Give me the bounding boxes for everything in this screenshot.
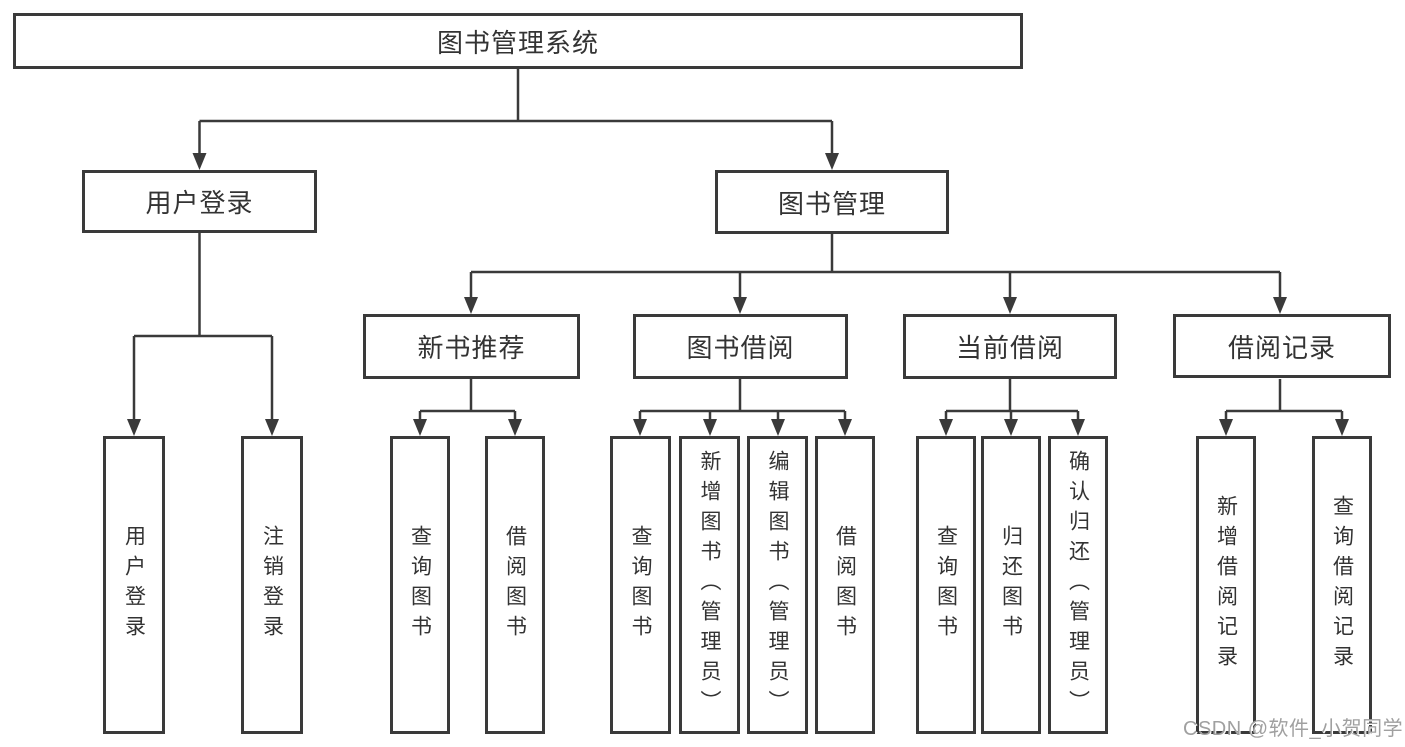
arrowheads xyxy=(127,153,1349,436)
node-label: 新增借阅记录 xyxy=(1214,495,1238,675)
node-label: 注销登录 xyxy=(260,525,284,645)
watermark-csdn: CSDN @软件_小贺同学 xyxy=(1183,718,1404,740)
node-label: 借阅图书 xyxy=(833,525,857,645)
node-label: 查询图书 xyxy=(934,525,958,645)
node-label: 编辑图书（管理员） xyxy=(766,450,789,720)
node-label: 当前借阅 xyxy=(955,333,1064,363)
node-library-management-system: 图书管理系统 xyxy=(13,13,1023,69)
node-label: 用户登录 xyxy=(122,525,146,645)
node-new-book-recommend: 新书推荐 xyxy=(363,314,580,379)
node-label: 图书借阅 xyxy=(686,333,795,363)
node-label: 查询图书 xyxy=(408,525,432,645)
node-user-login: 用户登录 xyxy=(82,170,317,233)
node-label: 图书管理系统 xyxy=(436,27,599,58)
node-label: 查询图书 xyxy=(629,525,652,645)
node-label: 新增图书（管理员） xyxy=(698,450,721,720)
leaf-query-borrow-record: 查询借阅记录 xyxy=(1312,436,1372,734)
node-label: 新书推荐 xyxy=(417,333,526,363)
node-label: 确认归还（管理员） xyxy=(1066,450,1090,720)
leaf-logout: 注销登录 xyxy=(241,436,303,734)
leaf-return-books: 归还图书 xyxy=(981,436,1041,734)
leaf-confirm-return-admin: 确认归还（管理员） xyxy=(1048,436,1108,734)
node-label: 借阅记录 xyxy=(1227,332,1336,363)
node-current-borrowing: 当前借阅 xyxy=(903,314,1117,379)
connector-paths xyxy=(132,69,1344,420)
node-label: 查询借阅记录 xyxy=(1330,495,1354,675)
node-book-borrowing: 图书借阅 xyxy=(633,314,848,379)
node-label: 图书管理 xyxy=(777,188,886,219)
node-label: 归还图书 xyxy=(999,525,1023,645)
node-book-management: 图书管理 xyxy=(715,170,949,234)
node-label: 用户登录 xyxy=(145,188,254,218)
node-borrowing-records: 借阅记录 xyxy=(1173,314,1391,378)
leaf-query-books-1: 查询图书 xyxy=(390,436,450,734)
leaf-borrow-books-2: 借阅图书 xyxy=(815,436,875,734)
leaf-edit-books-admin: 编辑图书（管理员） xyxy=(747,436,808,734)
node-label: 借阅图书 xyxy=(503,525,527,645)
leaf-borrow-books-1: 借阅图书 xyxy=(485,436,545,734)
leaf-query-books-3: 查询图书 xyxy=(916,436,976,734)
leaf-add-books-admin: 新增图书（管理员） xyxy=(679,436,740,734)
leaf-add-borrow-record: 新增借阅记录 xyxy=(1196,436,1256,734)
leaf-user-login: 用户登录 xyxy=(103,436,165,734)
leaf-query-books-2: 查询图书 xyxy=(610,436,671,734)
